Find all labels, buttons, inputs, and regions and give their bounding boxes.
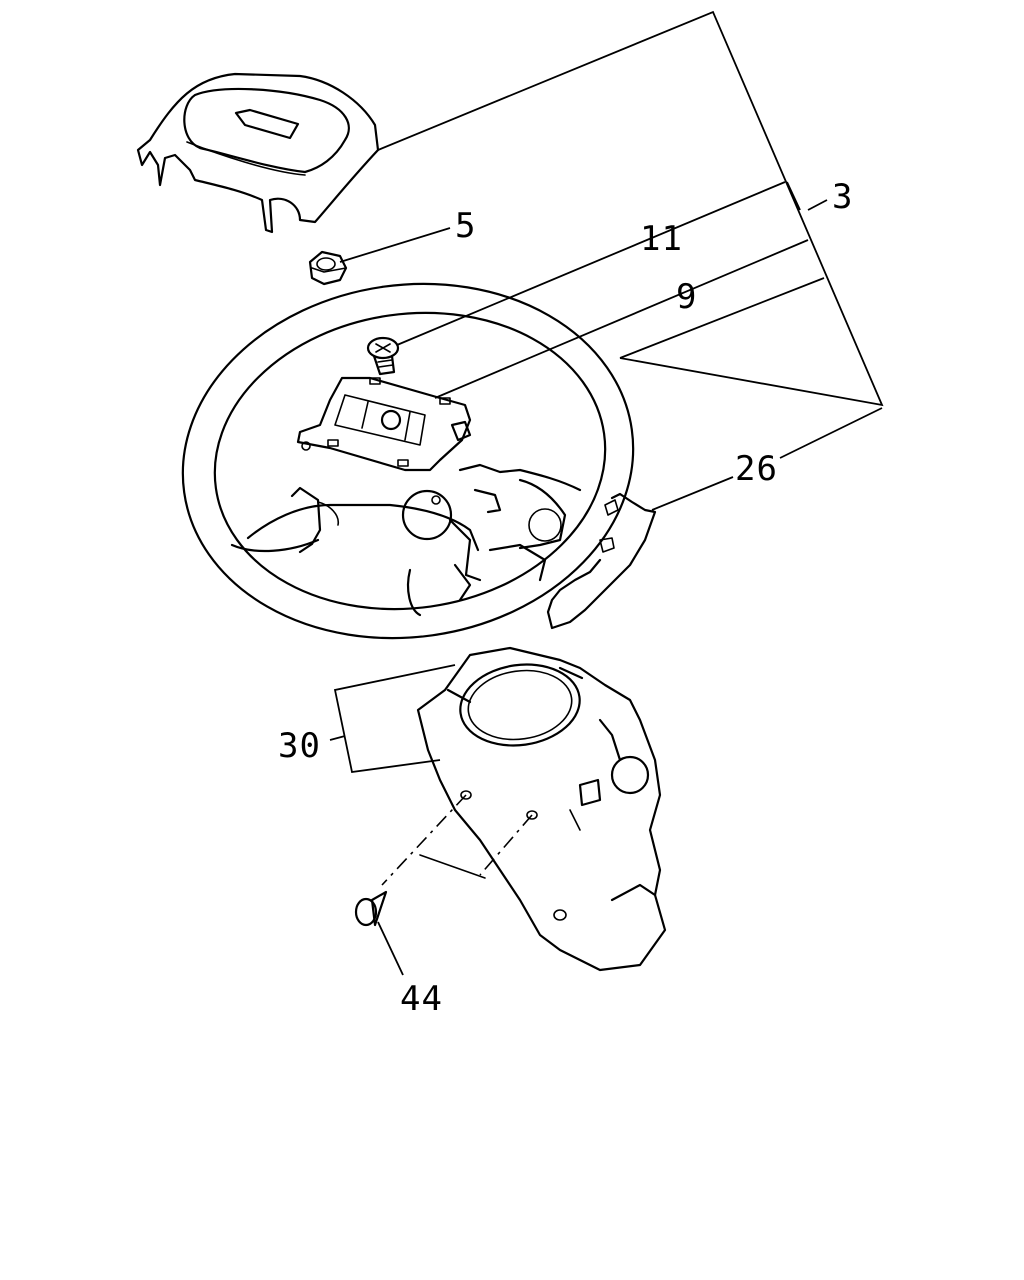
callout-9: 9 bbox=[676, 277, 697, 317]
leader-30 bbox=[329, 735, 346, 741]
leader-11-tail bbox=[786, 181, 801, 211]
leader-3 bbox=[807, 199, 828, 211]
callout-3: 3 bbox=[832, 177, 853, 217]
leader-26-b bbox=[779, 407, 883, 459]
leader-5 bbox=[339, 227, 451, 263]
callout-44: 44 bbox=[400, 979, 443, 1019]
leader-44 bbox=[377, 921, 404, 976]
leader-3-bracket bbox=[377, 10, 884, 407]
bolt bbox=[366, 336, 400, 376]
steering-column-shroud bbox=[416, 646, 667, 972]
leader-9 bbox=[434, 239, 809, 399]
nut bbox=[308, 250, 348, 286]
horn-contact-plate bbox=[296, 376, 472, 472]
horn-pad-cover bbox=[136, 72, 380, 234]
column-cover-lower bbox=[546, 492, 657, 630]
screw-guide-line bbox=[419, 854, 486, 879]
leader-30-bracket bbox=[333, 664, 456, 774]
callout-5: 5 bbox=[455, 206, 476, 246]
callout-11: 11 bbox=[640, 219, 683, 259]
leader-26 bbox=[651, 476, 734, 511]
leader-11 bbox=[396, 181, 786, 346]
screw-centerline-1 bbox=[381, 794, 467, 886]
steering-wheel bbox=[181, 282, 635, 640]
screw-centerline-2 bbox=[479, 814, 533, 876]
callout-30: 30 bbox=[278, 726, 321, 766]
leader-9-b bbox=[619, 277, 825, 359]
tapping-screw bbox=[354, 890, 388, 927]
callout-26: 26 bbox=[735, 449, 778, 489]
